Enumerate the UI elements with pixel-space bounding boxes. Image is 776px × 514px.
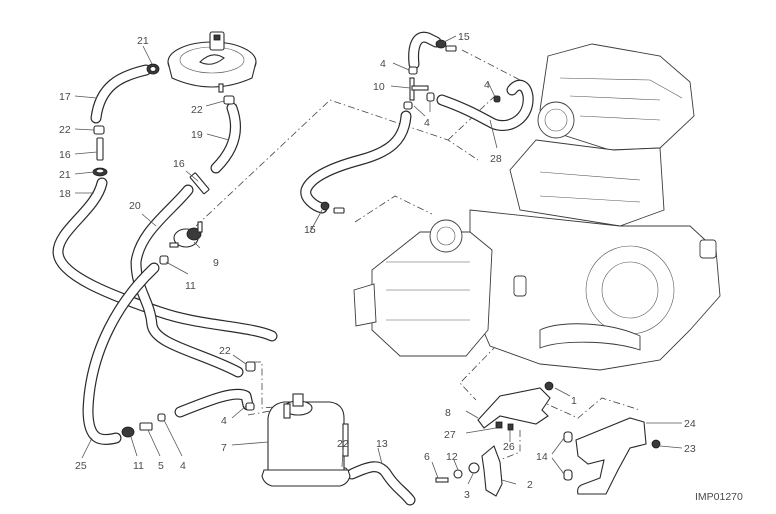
hose-vent-upper	[300, 110, 412, 214]
callout-11: 11	[133, 460, 144, 472]
hose-clamp-21	[146, 63, 160, 75]
callout-4: 4	[180, 460, 186, 472]
callout-14: 14	[536, 451, 548, 463]
plate-2	[481, 445, 503, 497]
callout-22: 22	[59, 124, 71, 136]
callout-5: 5	[158, 460, 164, 472]
callout-10: 10	[373, 81, 385, 93]
hose-19	[210, 102, 241, 174]
callout-11: 11	[185, 280, 196, 292]
callout-4: 4	[424, 117, 430, 129]
callout-7: 7	[221, 442, 227, 454]
hose-13	[346, 461, 416, 506]
clamps-15	[320, 39, 457, 214]
callout-16: 16	[173, 158, 185, 170]
callout-22: 22	[191, 104, 203, 116]
bushings-14	[563, 431, 573, 481]
hose-25	[82, 262, 160, 446]
hose-18	[52, 177, 278, 342]
callout-8: 8	[445, 407, 451, 419]
callout-24: 24	[684, 418, 696, 430]
t-fitting-10	[409, 77, 429, 101]
callout-12: 12	[446, 451, 458, 463]
callout-4: 4	[380, 58, 386, 70]
bracket-8	[477, 387, 551, 429]
valve-9	[169, 221, 203, 248]
callout-2: 2	[527, 479, 533, 491]
callout-22: 22	[219, 345, 231, 357]
leader-lines	[74, 35, 683, 485]
hose-clamp-21	[92, 167, 108, 177]
callout-21: 21	[59, 169, 71, 181]
callout-4: 4	[484, 79, 490, 91]
callout-20: 20	[129, 200, 141, 212]
callout-25: 25	[75, 460, 87, 472]
valve-5	[139, 422, 153, 431]
fasteners	[435, 381, 661, 483]
small-parts	[92, 31, 661, 497]
hose-vent-top	[408, 31, 442, 70]
callout-22: 22	[337, 438, 349, 450]
callout-16: 16	[59, 149, 71, 161]
callout-15: 15	[304, 224, 316, 236]
image-code: IMP01270	[695, 491, 743, 503]
fitting-16	[96, 137, 104, 161]
callout-19: 19	[191, 129, 203, 141]
callout-27: 27	[444, 429, 456, 441]
callout-18: 18	[59, 188, 71, 200]
callout-9: 9	[213, 257, 219, 269]
callout-26: 26	[503, 441, 515, 453]
callout-3: 3	[464, 489, 470, 501]
hose-17	[90, 64, 152, 124]
evap-canister-7	[261, 393, 351, 487]
hose-28	[436, 79, 534, 131]
callout-13: 13	[376, 438, 388, 450]
hose-20	[130, 184, 244, 378]
fuel-filler-cap	[167, 31, 257, 93]
guard-24	[575, 417, 647, 495]
callout-1: 1	[571, 395, 577, 407]
callout-15: 15	[458, 31, 470, 43]
callout-6: 6	[424, 451, 430, 463]
callout-4: 4	[221, 415, 227, 427]
engine-block	[353, 43, 721, 371]
callout-28: 28	[490, 153, 502, 165]
callout-23: 23	[684, 443, 696, 455]
clamps-4	[157, 66, 501, 422]
callout-17: 17	[59, 91, 71, 103]
hoses	[52, 31, 534, 506]
callout-21: 21	[137, 35, 149, 47]
hose-canister-inlet	[174, 388, 254, 418]
